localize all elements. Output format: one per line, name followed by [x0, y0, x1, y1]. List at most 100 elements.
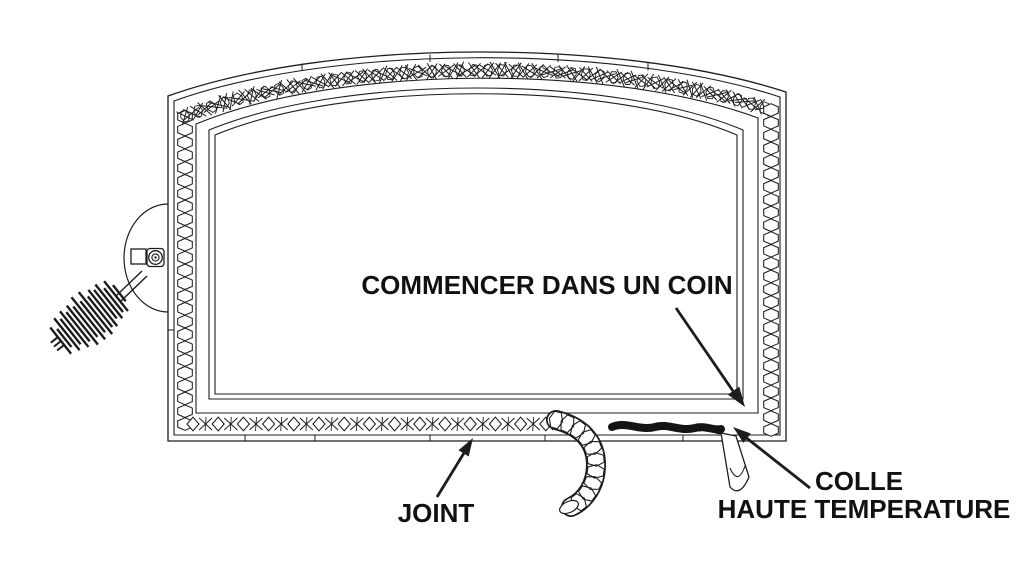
- gasket-top-run: [176, 61, 774, 126]
- braid-line: [214, 95, 222, 114]
- braid-cell: [399, 66, 409, 80]
- callout-arrows: [435, 307, 811, 498]
- gasket-cell: [177, 301, 193, 316]
- arrow-start-corner: [674, 307, 745, 407]
- braid-line: [522, 64, 538, 78]
- gasket-link: [330, 416, 333, 432]
- gasket-cell: [177, 365, 193, 380]
- latch-boss: [123, 203, 169, 313]
- braid-line: [555, 69, 575, 77]
- spring-tip-line: [53, 340, 62, 348]
- braid-cell: [650, 76, 661, 90]
- gasket-cell: [177, 186, 193, 201]
- braid-line: [701, 89, 720, 98]
- gasket-cell: [763, 128, 779, 143]
- braid-cell: [678, 81, 688, 94]
- glue-applicator-tip: [720, 432, 750, 492]
- braid-cell: [622, 72, 633, 85]
- braid-cell: [567, 66, 577, 80]
- gasket-link: [431, 416, 434, 432]
- gasket-cell: [438, 416, 452, 432]
- gasket-link: [280, 416, 283, 432]
- glue-blob-left: [612, 422, 622, 430]
- spring-coil-line: [87, 289, 119, 327]
- braid-line: [437, 64, 454, 77]
- spring-coil-line: [103, 280, 129, 312]
- braid-line: [597, 73, 616, 80]
- gasket-cell: [177, 289, 193, 303]
- braid-line: [222, 93, 228, 113]
- spring-coil-line: [93, 289, 118, 320]
- glue-applicator-tip-detail: [729, 465, 746, 478]
- gasket-cell: [763, 307, 779, 322]
- gasket-cell: [177, 212, 193, 227]
- glue-blob-end: [713, 425, 725, 435]
- braid-line: [625, 76, 644, 84]
- gasket-link: [381, 416, 383, 432]
- braid-line: [383, 66, 398, 82]
- braid-cell: [664, 78, 675, 92]
- gasket-cell: [177, 340, 193, 355]
- gasket-link: [355, 416, 358, 432]
- latch-hub-inner: [151, 253, 160, 262]
- braid-line: [455, 61, 465, 80]
- gasket-cell: [583, 476, 603, 490]
- braid-line: [361, 68, 377, 83]
- braid-cell: [385, 68, 396, 80]
- gasket-cell: [177, 276, 193, 291]
- braid-cell: [636, 74, 647, 87]
- spring-coil-line: [59, 310, 90, 348]
- braid-cell: [440, 64, 451, 77]
- gasket-cell: [763, 295, 779, 309]
- braid-line: [682, 81, 698, 96]
- door-frame: [167, 51, 787, 442]
- braid-line: [342, 70, 355, 87]
- spring-coil-line: [53, 317, 81, 351]
- callout-labels: COMMENCER DANS UN COIN JOINT COLLE HAUTE…: [361, 270, 1010, 528]
- gasket-cell: [177, 353, 193, 367]
- gasket-link: [229, 416, 232, 432]
- braid-cell: [246, 89, 257, 102]
- gasket-cell: [586, 464, 605, 479]
- spring-coil-line: [65, 311, 91, 343]
- loose-end-tip: [559, 499, 579, 515]
- gasket-link: [532, 416, 535, 432]
- spring-coil-line: [77, 291, 114, 335]
- gasket-cell: [236, 416, 251, 432]
- braid-line: [572, 66, 586, 82]
- gasket-cell: [763, 192, 779, 207]
- gasket-bottom-run: [186, 416, 566, 432]
- braid-cell: [274, 82, 285, 96]
- braid-line: [473, 63, 489, 78]
- gasket-cell: [513, 416, 528, 432]
- spring-coil-line: [79, 300, 106, 333]
- gasket-cell: [763, 103, 779, 117]
- gasket-cell: [177, 148, 193, 163]
- braid-cell: [552, 66, 563, 79]
- braid-cell: [510, 64, 521, 77]
- gasket-cell: [569, 420, 587, 439]
- frame-segment-ticks: [168, 54, 684, 442]
- braid-line: [306, 76, 321, 91]
- gasket-cell: [177, 378, 193, 393]
- gasket-cell: [763, 179, 779, 194]
- braid-line: [197, 102, 213, 116]
- gasket-cell: [763, 410, 779, 425]
- gasket-cell: [763, 167, 779, 181]
- spring-coil-line: [72, 305, 99, 338]
- braid-line: [409, 66, 427, 78]
- gasket-cell: [763, 141, 779, 156]
- braid-cell: [580, 68, 591, 81]
- glue-application: [608, 421, 750, 492]
- braid-line: [327, 72, 342, 88]
- braid-line: [734, 100, 754, 104]
- spring-coil-line: [94, 283, 124, 319]
- gasket-left-run: [177, 109, 193, 431]
- gasket-cell: [763, 320, 779, 335]
- gasket-link: [481, 416, 484, 432]
- arrow-joint: [435, 438, 473, 498]
- gasket-cell: [763, 154, 779, 169]
- braid-line: [741, 99, 761, 108]
- braid-line: [257, 86, 274, 99]
